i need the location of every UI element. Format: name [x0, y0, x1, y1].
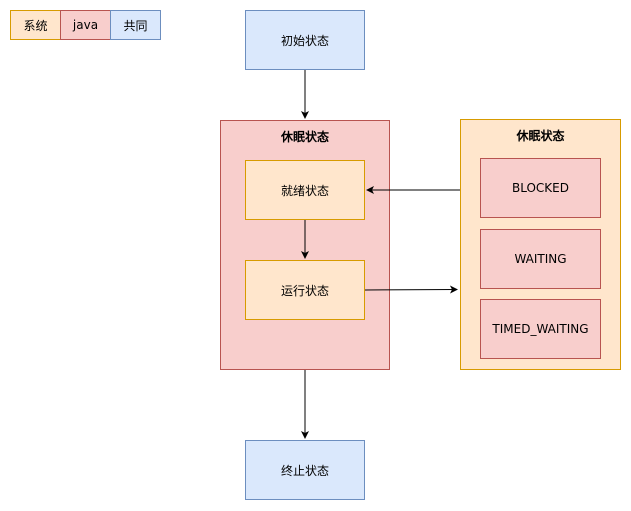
node-running-label: 运行状态	[280, 283, 329, 298]
node-running-state: 运行状态	[245, 260, 365, 320]
legend-java-label: java	[72, 18, 99, 32]
node-timed-waiting-label: TIMED_WAITING	[492, 322, 589, 336]
group-left-title: 休眠状态	[280, 130, 329, 144]
legend-system-label: 系统	[23, 18, 48, 33]
legend-system: 系统	[10, 10, 61, 40]
node-ready-label: 就绪状态	[280, 183, 329, 198]
node-ready-state: 就绪状态	[245, 160, 365, 220]
legend-common-label: 共同	[123, 18, 148, 33]
legend-java: java	[60, 10, 111, 40]
node-terminated-state: 终止状态	[245, 440, 365, 500]
node-initial-label: 初始状态	[280, 33, 329, 48]
legend-common: 共同	[110, 10, 161, 40]
node-blocked: BLOCKED	[480, 158, 601, 218]
edge-running-to-waitgroup	[364, 285, 458, 294]
node-blocked-label: BLOCKED	[511, 181, 569, 195]
node-timed-waiting: TIMED_WAITING	[480, 299, 601, 359]
node-waiting-label: WAITING	[514, 252, 567, 266]
group-right-title: 休眠状态	[516, 129, 565, 143]
node-initial-state: 初始状态	[245, 10, 365, 70]
node-terminated-label: 终止状态	[280, 463, 329, 478]
node-waiting: WAITING	[480, 229, 601, 289]
